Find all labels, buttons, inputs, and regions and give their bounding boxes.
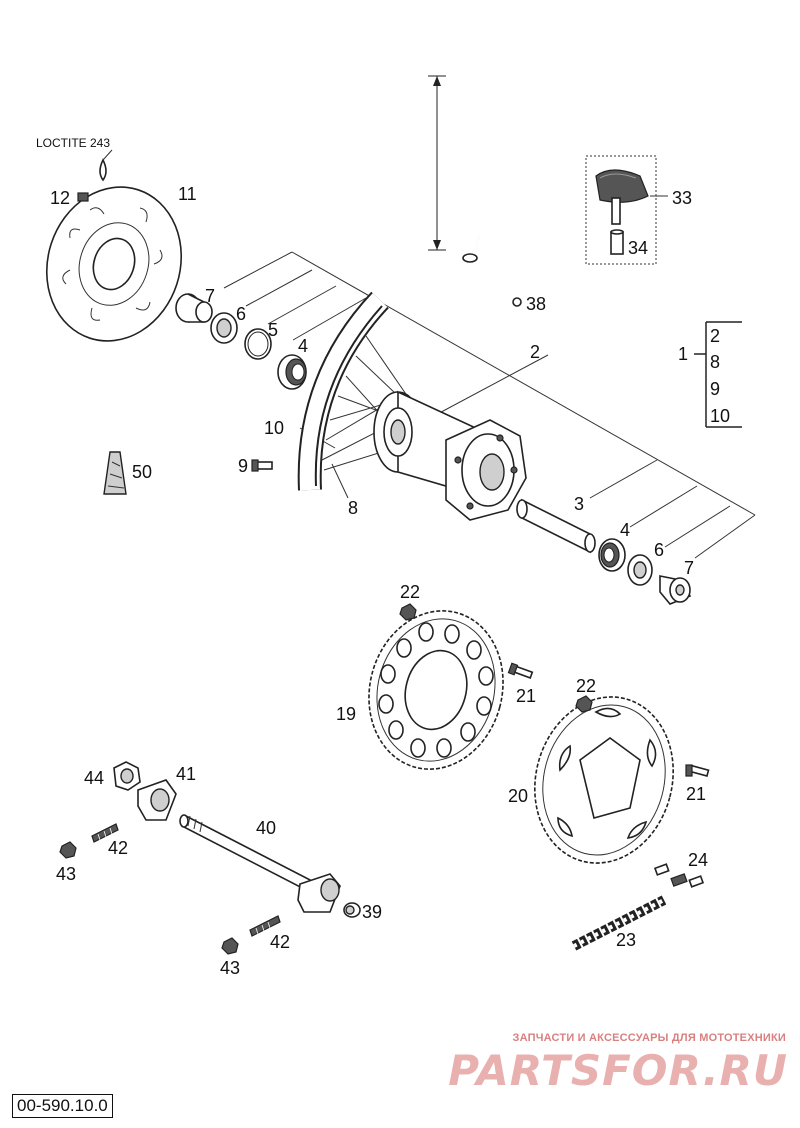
callout-21: 21 <box>516 686 536 706</box>
circlip <box>244 328 272 360</box>
callout-34: 34 <box>628 238 648 258</box>
left-bearing <box>277 354 307 390</box>
callout-9: 9 <box>238 456 248 476</box>
callout-4b: 4 <box>620 520 630 540</box>
callout-19: 19 <box>336 704 356 724</box>
rim-screw <box>251 459 273 472</box>
callout-41: 41 <box>176 764 196 784</box>
chain-adjuster <box>137 779 177 821</box>
axle-nut <box>113 761 141 791</box>
adjuster-nut-2 <box>221 937 239 955</box>
sprocket-nut-2 <box>575 695 593 713</box>
callout-22: 22 <box>400 582 420 602</box>
sprocket-nut <box>399 603 417 621</box>
chain-link <box>653 863 705 888</box>
valve-cap-box <box>585 155 668 265</box>
callout-1: 1 <box>678 344 688 364</box>
callout-43b: 43 <box>220 958 240 978</box>
callout-6b: 6 <box>654 540 664 560</box>
callout-42b: 42 <box>270 932 290 952</box>
sprocket-20 <box>534 696 674 864</box>
callout-2: 2 <box>530 342 540 362</box>
disc-bolt <box>77 192 89 202</box>
callout-6: 6 <box>236 304 246 324</box>
adjuster-screw <box>91 823 119 843</box>
right-spacer <box>659 575 692 605</box>
callout-21b: 21 <box>686 784 706 804</box>
watermark-tagline: ЗАПЧАСТИ И АКСЕССУАРЫ ДЛЯ МОТОТЕХНИКИ <box>512 1032 786 1044</box>
sprocket-bolt <box>507 662 534 679</box>
callout-12: 12 <box>50 188 70 208</box>
left-seal <box>210 312 238 344</box>
callout-40: 40 <box>256 818 276 838</box>
callout-44: 44 <box>84 768 104 788</box>
kit-item-1: 2 <box>710 326 720 346</box>
callout-42: 42 <box>108 838 128 858</box>
callout-24: 24 <box>688 850 708 870</box>
loctite-drop <box>99 149 113 182</box>
loctite-note: LOCTITE 243 <box>36 136 110 150</box>
plug-38 <box>512 297 522 307</box>
axle-cap <box>343 902 361 918</box>
callout-4: 4 <box>298 336 308 356</box>
sprocket-bolt-2 <box>685 764 710 777</box>
callout-labels: LOCTITE 243 12 11 7 6 5 4 2 10 9 8 50 38… <box>36 136 730 978</box>
callout-39: 39 <box>362 902 382 922</box>
wheel-hub <box>373 390 527 521</box>
callout-3: 3 <box>574 494 584 514</box>
kit-item-2: 8 <box>710 352 720 372</box>
right-bearing <box>598 538 626 572</box>
callout-23: 23 <box>616 930 636 950</box>
callout-33: 33 <box>672 188 692 208</box>
callout-7b: 7 <box>684 558 694 578</box>
adjuster-nut <box>59 841 77 859</box>
adjuster-screw-2 <box>249 915 281 937</box>
left-spacer <box>175 293 213 323</box>
chain <box>571 895 667 951</box>
callout-10: 10 <box>264 418 284 438</box>
axle <box>179 814 341 913</box>
spoke <box>428 75 479 263</box>
sprocket-19 <box>368 610 504 770</box>
kit-bracket <box>694 321 742 428</box>
callout-50: 50 <box>132 462 152 482</box>
callout-20: 20 <box>508 786 528 806</box>
callout-38: 38 <box>526 294 546 314</box>
rim <box>297 291 411 491</box>
callout-43: 43 <box>56 864 76 884</box>
rim-lock-50 <box>103 451 127 495</box>
watermark-logo: PARTSFOR.RU <box>448 1046 788 1095</box>
diagram-code: 00-590.10.0 <box>12 1094 113 1118</box>
callout-22b: 22 <box>576 676 596 696</box>
kit-item-3: 9 <box>710 379 720 399</box>
distance-sleeve <box>516 498 596 554</box>
brake-disc <box>45 186 183 342</box>
callout-5: 5 <box>268 320 278 340</box>
callout-8: 8 <box>348 498 358 518</box>
callout-11: 11 <box>178 184 197 204</box>
kit-item-4: 10 <box>710 406 730 426</box>
callout-7: 7 <box>205 286 215 306</box>
right-seal <box>627 554 653 586</box>
